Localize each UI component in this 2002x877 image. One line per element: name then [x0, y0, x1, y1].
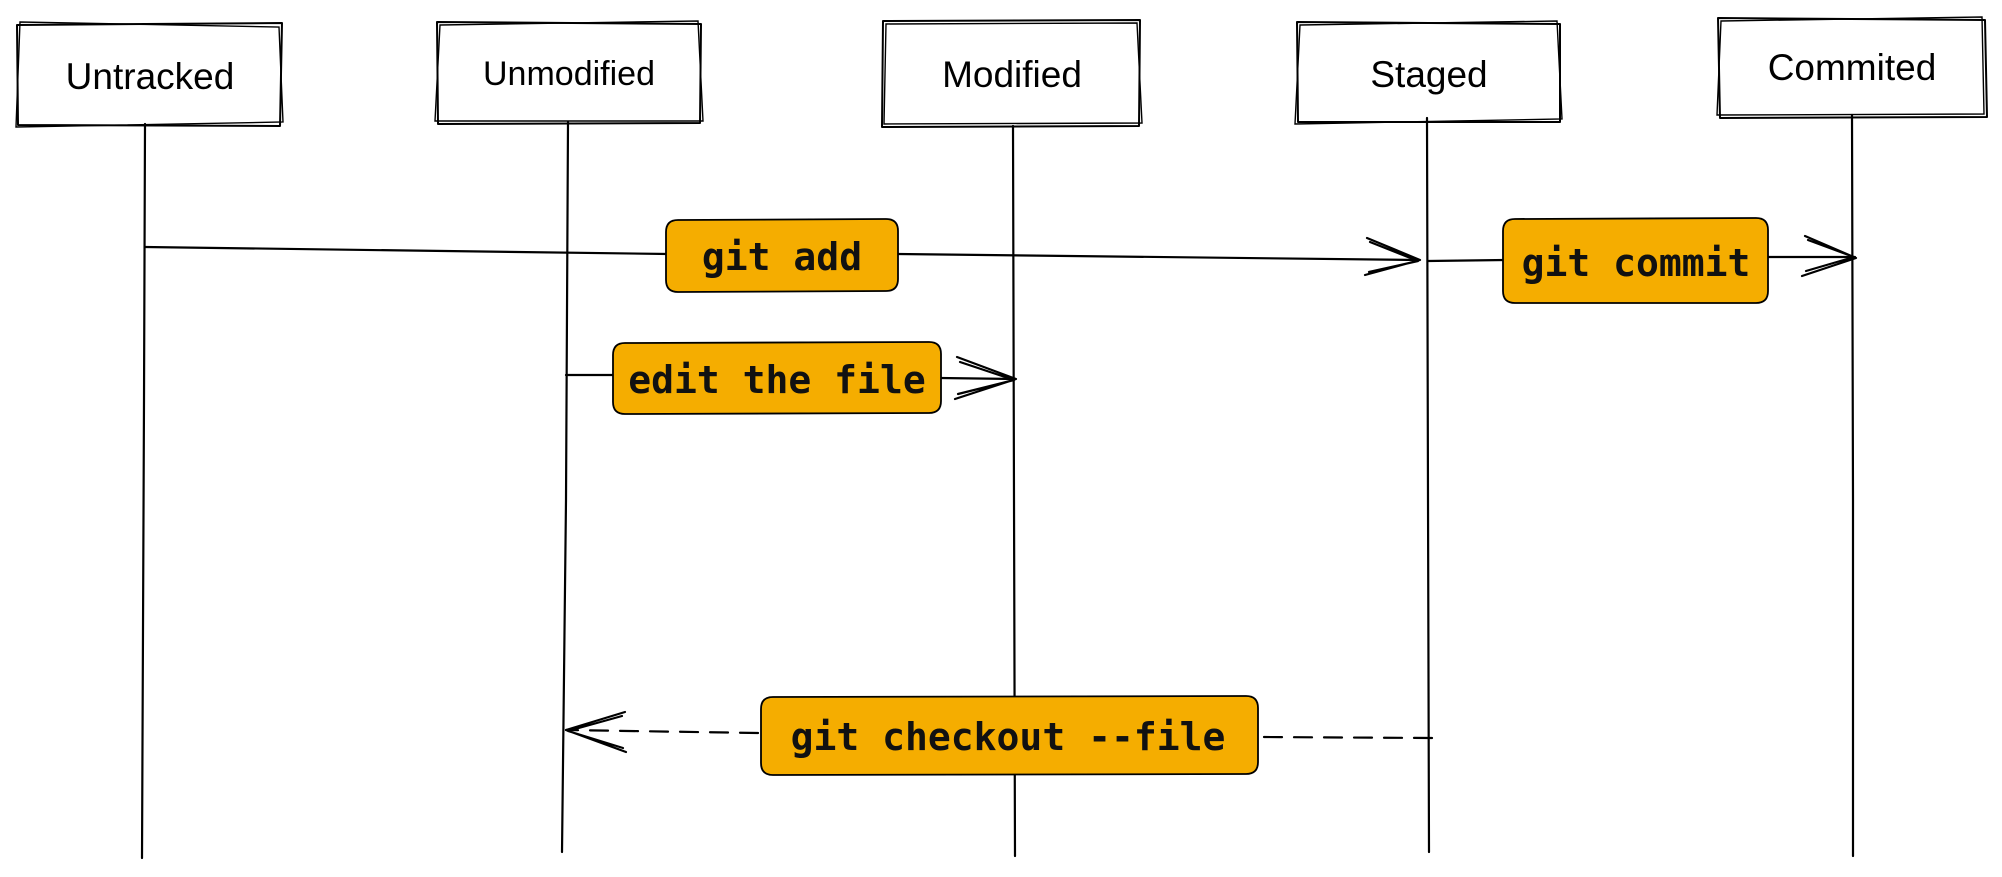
state-commited: Commited [1716, 16, 1988, 119]
state-unmodified: Unmodified [434, 20, 704, 125]
checkout-line-right [1256, 735, 1434, 740]
edit-arrowhead [953, 355, 1018, 401]
state-untracked: Untracked [15, 21, 284, 128]
checkout-label-box [760, 695, 1259, 776]
edit-line-right [938, 376, 1017, 381]
transition-git-checkout-file: git checkout --file [564, 695, 1434, 776]
lifeline-untracked [140, 122, 147, 860]
lifelines [140, 113, 1855, 860]
transition-edit-the-file: edit the file [564, 341, 1018, 415]
state-staged: Staged [1294, 20, 1563, 125]
transition-git-commit: git commit [1426, 217, 1858, 304]
git-commit-label-box [1502, 217, 1769, 304]
edit-label-box [612, 341, 942, 415]
git-add-label: git add [702, 235, 862, 279]
transition-git-add: git add [143, 218, 1422, 293]
state-label-staged: Staged [1370, 54, 1487, 95]
git-add-arrowhead [1363, 236, 1422, 277]
lifeline-unmodified [560, 120, 570, 854]
state-label-unmodified: Unmodified [483, 55, 655, 93]
git-add-line-right [896, 252, 1420, 262]
git-add-label-box [665, 218, 899, 293]
git-commit-arrowhead [1800, 234, 1858, 278]
lifeline-commited [1850, 113, 1855, 858]
git-commit-line-left [1426, 258, 1507, 263]
lifeline-staged [1425, 116, 1431, 854]
state-label-commited: Commited [1768, 47, 1937, 88]
checkout-arrowhead [564, 710, 628, 754]
git-add-line [143, 245, 670, 256]
checkout-line-left [564, 728, 760, 735]
git-checkout-file-label: git checkout --file [791, 715, 1226, 759]
state-label-untracked: Untracked [66, 56, 235, 97]
edit-the-file-label: edit the file [628, 358, 925, 402]
state-modified: Modified [881, 19, 1143, 128]
git-commit-label: git commit [1522, 241, 1751, 285]
state-label-modified: Modified [942, 54, 1082, 95]
